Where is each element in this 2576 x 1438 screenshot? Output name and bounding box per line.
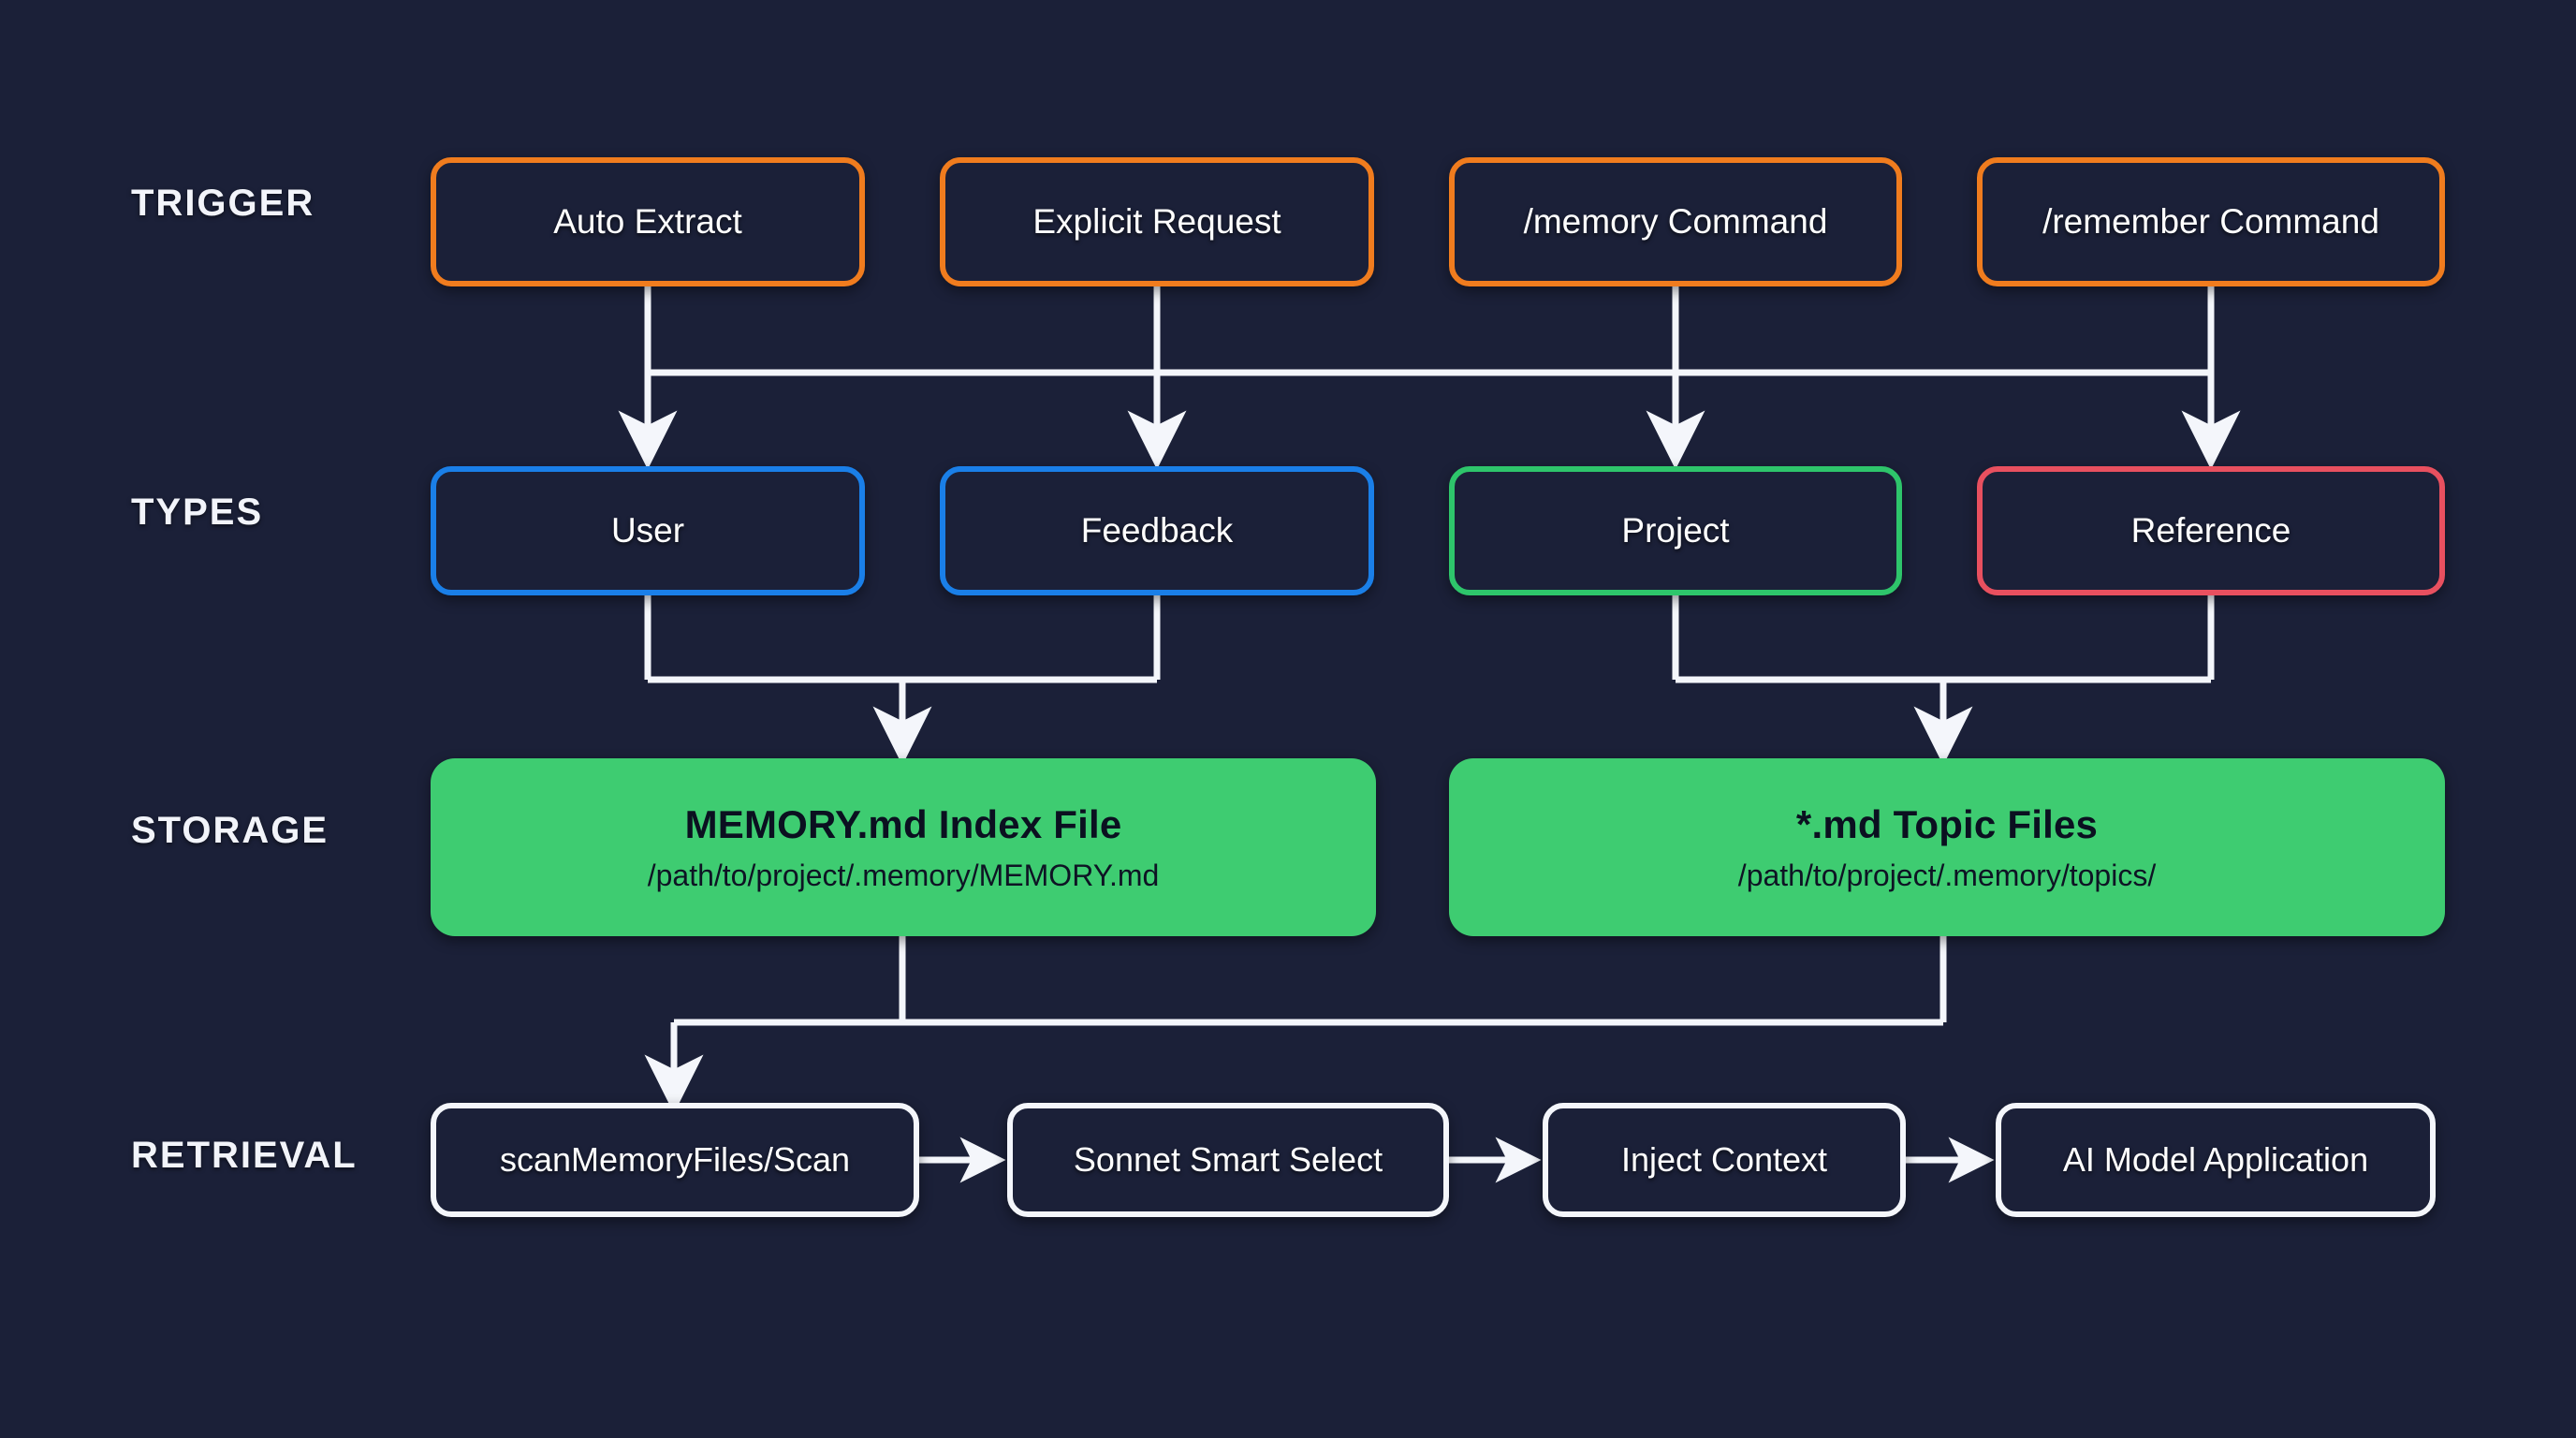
node-label: Auto Extract xyxy=(553,202,742,241)
node-path: /path/to/project/.memory/topics/ xyxy=(1737,858,2157,892)
node-label: scanMemoryFiles/Scan xyxy=(499,1140,851,1179)
node-path: /path/to/project/.memory/MEMORY.md xyxy=(647,858,1160,892)
node-label: User xyxy=(610,511,685,550)
node-label: Reference xyxy=(2130,511,2291,550)
node-memory-command[interactable]: /memory Command xyxy=(1449,157,1902,286)
node-sonnet-smart-select[interactable]: Sonnet Smart Select xyxy=(1007,1103,1449,1217)
node-type-user[interactable]: User xyxy=(431,466,865,595)
node-label: Feedback xyxy=(1080,511,1234,550)
row-label-storage: STORAGE xyxy=(131,810,329,851)
node-title: *.md Topic Files xyxy=(1795,801,2099,846)
node-explicit-request[interactable]: Explicit Request xyxy=(940,157,1374,286)
node-ai-model-application[interactable]: AI Model Application xyxy=(1996,1103,2436,1217)
node-label: /remember Command xyxy=(2042,202,2379,241)
node-label: Explicit Request xyxy=(1032,202,1281,241)
node-inject-context[interactable]: Inject Context xyxy=(1543,1103,1906,1217)
row-label-types: TYPES xyxy=(131,492,264,533)
node-title: MEMORY.md Index File xyxy=(684,801,1122,846)
node-type-project[interactable]: Project xyxy=(1449,466,1902,595)
node-auto-extract[interactable]: Auto Extract xyxy=(431,157,865,286)
row-label-retrieval: RETRIEVAL xyxy=(131,1135,358,1176)
node-type-feedback[interactable]: Feedback xyxy=(940,466,1374,595)
node-label: Inject Context xyxy=(1620,1140,1828,1179)
node-label: Sonnet Smart Select xyxy=(1073,1140,1383,1179)
node-label: Project xyxy=(1621,511,1730,550)
node-remember-command[interactable]: /remember Command xyxy=(1977,157,2445,286)
row-label-trigger: TRIGGER xyxy=(131,183,315,224)
node-topic-files[interactable]: *.md Topic Files /path/to/project/.memor… xyxy=(1449,758,2445,936)
node-label: AI Model Application xyxy=(2062,1140,2369,1179)
node-type-reference[interactable]: Reference xyxy=(1977,466,2445,595)
node-memory-index-file[interactable]: MEMORY.md Index File /path/to/project/.m… xyxy=(431,758,1376,936)
node-label: /memory Command xyxy=(1523,202,1828,241)
node-scan-memory-files[interactable]: scanMemoryFiles/Scan xyxy=(431,1103,919,1217)
